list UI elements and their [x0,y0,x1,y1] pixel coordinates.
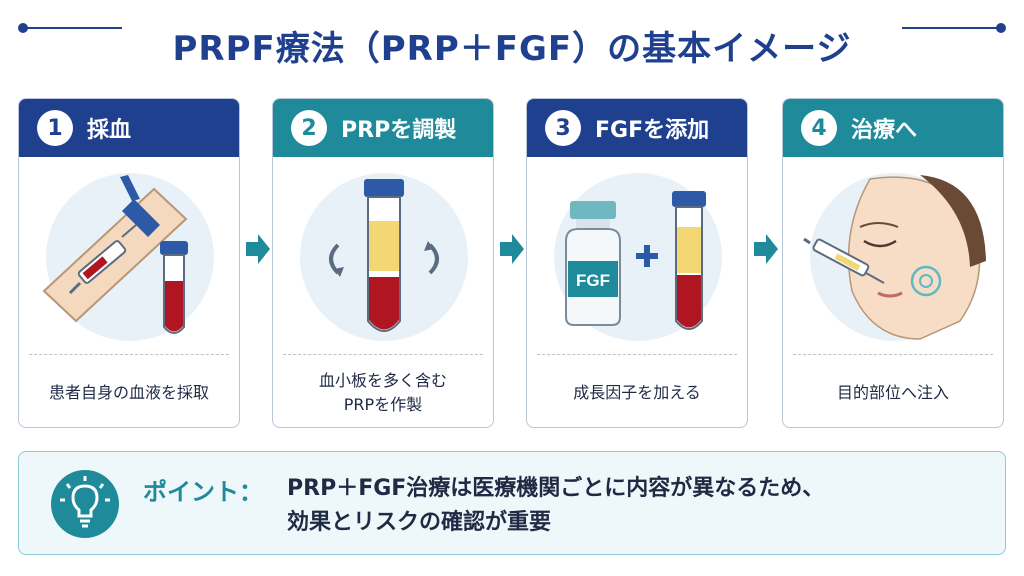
step-number-4: 4 [801,110,837,146]
vial-label: FGF [576,271,610,290]
point-label: ポイント： [143,478,263,506]
step-title-3: FGFを添加 [595,118,710,143]
step-number-3: 3 [545,110,581,146]
injection-illustration [803,173,986,341]
rotate-arrowhead-right [424,241,434,251]
title-rule-dot-right [996,23,1006,33]
tourniquet-tail [120,175,140,201]
step-number-2: 2 [291,110,327,146]
fgf-addition-illustration: FGF [554,173,722,341]
step-title-1: 採血 [87,118,132,143]
step-header-4: 4 治療へ [783,99,1003,157]
point-line-1: PRP＋FGF治療は医療機関ごとに内容が異なるため、 [287,476,825,501]
step-card-3: 3 FGFを添加 FGF 成長因子を加える [526,98,748,428]
point-panel: ポイント： PRP＋FGF治療は医療機関ごとに内容が異なるため、 効果とリスクの… [18,451,1006,555]
vial-icon: FGF [565,201,621,326]
arrow-right-icon [246,234,270,264]
face-icon [847,175,986,340]
title-rule-dot-left [18,23,28,33]
tourniquet-band [122,199,160,237]
step-desc-2: 血小板を多く含む PRPを作製 [318,371,447,414]
step-header-2: 2 PRPを調製 [273,99,493,157]
step-card-1: 1 採血 患者自身の血液を採取 [18,98,240,428]
point-text: PRP＋FGF治療は医療機関ごとに内容が異なるため、 効果とリスクの確認が重要 [287,472,987,540]
card-divider-3 [537,354,737,355]
test-tube-icon [364,179,404,332]
step-header-3: 3 FGFを添加 [527,99,747,157]
step-desc-1: 患者自身の血液を採取 [48,383,209,402]
step-desc-3: 成長因子を加える [573,383,701,402]
arrow-right-icon [500,234,524,264]
step-number-1: 1 [37,110,73,146]
step-card-4: 4 治療へ 目的部位へ注入 [782,98,1004,428]
card-divider-2 [283,354,483,355]
blood-draw-illustration [42,173,214,341]
step-desc-4: 目的部位へ注入 [836,383,949,402]
title-rule-left [26,27,122,29]
rotate-arrowhead-left [334,267,344,277]
card-divider-4 [793,354,993,355]
centrifuge-illustration [300,173,468,341]
step-header-1: 1 採血 [19,99,239,157]
lightbulb-icon [51,470,119,538]
card-divider-1 [29,354,229,355]
step-title-4: 治療へ [851,118,918,143]
step-title-2: PRPを調製 [341,118,457,143]
point-line-2: 効果とリスクの確認が重要 [287,510,552,535]
arrow-right-icon [754,234,778,264]
title-row: PRPF療法（PRP＋FGF）の基本イメージ [0,18,1024,72]
test-tube-icon [672,191,706,330]
syringe-icon [803,237,885,284]
plus-icon [636,245,658,267]
step-card-2: 2 PRPを調製 血小板を多く含む PRPを作製 [272,98,494,428]
page-title: PRPF療法（PRP＋FGF）の基本イメージ [172,28,852,69]
syringe-icon [68,224,137,295]
test-tube-icon [160,241,188,334]
title-rule-right [902,27,998,29]
